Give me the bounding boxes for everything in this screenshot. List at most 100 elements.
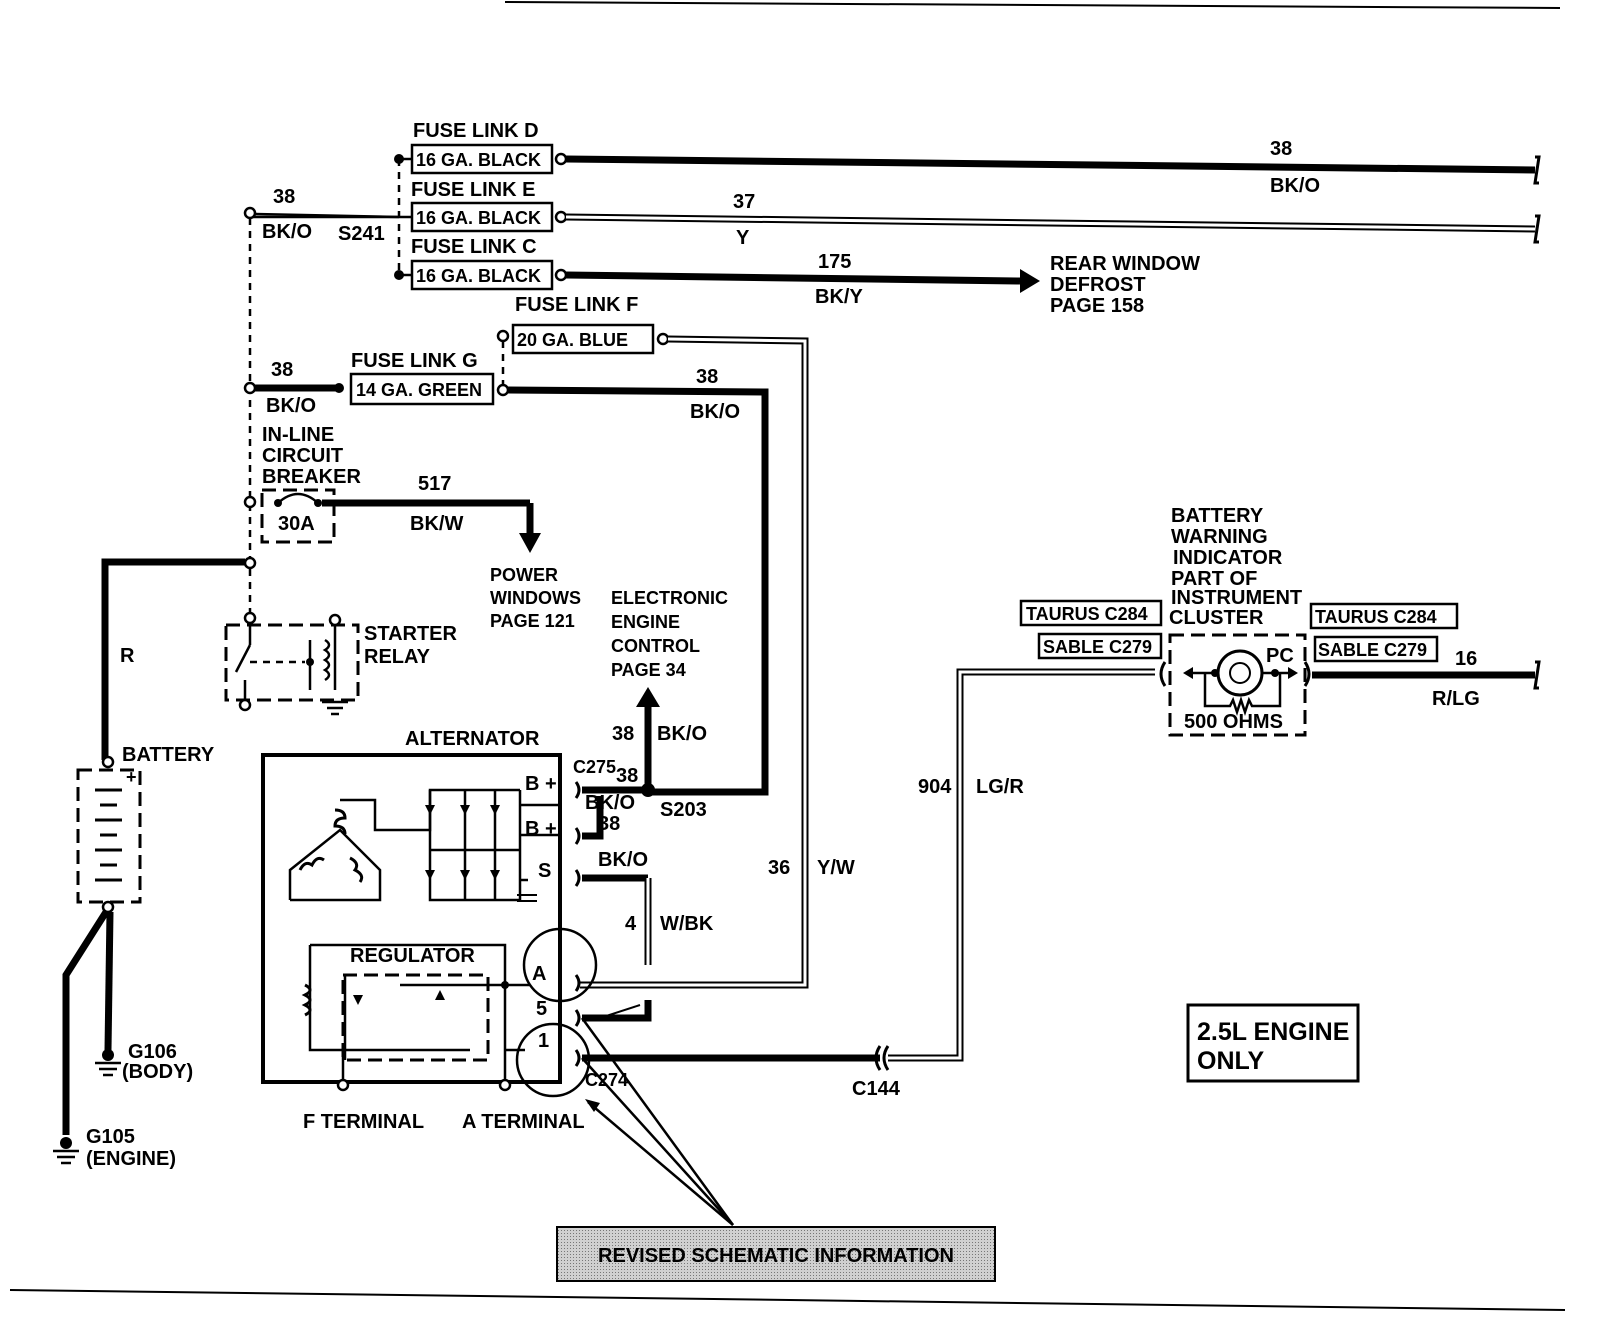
engine-note: 2.5L ENGINE ONLY xyxy=(1186,1003,1360,1083)
wire-s203-color: BK/O xyxy=(585,792,635,814)
ground-g106: G106 (BODY) xyxy=(95,1041,193,1083)
fuse-link-g-spec: 14 GA. GREEN xyxy=(356,380,482,400)
engine-note-line-1: 2.5L ENGINE xyxy=(1197,1018,1349,1046)
regulator-label: REGULATOR xyxy=(350,945,475,967)
alternator: ALTERNATOR B + B + S REGULATOR xyxy=(261,728,562,1092)
g106-label-2: (BODY) xyxy=(122,1061,193,1083)
revised-callout: REVISED SCHEMATIC INFORMATION xyxy=(556,1017,996,1282)
wire-lgr-color: LG/R xyxy=(976,776,1024,798)
breaker-label-3: BREAKER xyxy=(262,466,361,488)
breaker-label-1: IN-LINE xyxy=(262,424,334,446)
battery: BATTERY + xyxy=(62,744,215,1135)
wire-d-color: BK/O xyxy=(1270,175,1320,197)
indicator-label-2: WARNING xyxy=(1171,526,1268,548)
indicator-label-1: BATTERY xyxy=(1171,505,1264,527)
fuse-link-c: FUSE LINK C 16 GA. BLACK 175 BK/Y xyxy=(394,236,1040,308)
fuse-link-e-label: FUSE LINK E xyxy=(411,179,535,201)
fuse-link-f-label: FUSE LINK F xyxy=(515,294,638,316)
a-terminal-label: A TERMINAL xyxy=(462,1111,585,1133)
sable-left: SABLE C279 xyxy=(1043,637,1152,657)
c275-label: C275 xyxy=(573,757,616,777)
wire-r-color: R xyxy=(120,645,135,667)
wire-s-color: BK/O xyxy=(598,849,648,871)
wire-g-in-color: BK/O xyxy=(266,395,316,417)
revised-note: REVISED SCHEMATIC INFORMATION xyxy=(598,1245,954,1267)
splice-s203: S203 xyxy=(660,799,707,821)
wire-s203-number: 38 xyxy=(616,765,638,787)
wire-g-out-color: BK/O xyxy=(690,401,740,423)
splice-wire-number: 38 xyxy=(273,186,295,208)
top-rule xyxy=(504,1,1561,9)
g105-label-2: (ENGINE) xyxy=(86,1148,176,1170)
fuse-link-d: FUSE LINK D 16 GA. BLACK 38 BK/O xyxy=(394,120,1541,197)
alt-connectors: C275 38 BK/O 38 S203 BK/O 4 W/BK A 5 1 C… xyxy=(515,757,901,1100)
eec-feed: 38 BK/O xyxy=(612,687,707,790)
svg-text:+: + xyxy=(126,767,137,787)
wire-eec-color: BK/O xyxy=(657,723,707,745)
sable-right: SABLE C279 xyxy=(1318,640,1427,660)
wire-c-color: BK/Y xyxy=(815,286,863,308)
eec-ref: ELECTRONIC ENGINE CONTROL PAGE 34 xyxy=(611,588,728,680)
wire-c-number: 175 xyxy=(818,251,851,273)
battery-positive-cable: R xyxy=(101,556,257,760)
wire-rlg-color: R/LG xyxy=(1432,688,1480,710)
s-terminal: S xyxy=(538,860,551,882)
ground-g105: G105 (ENGINE) xyxy=(53,1126,176,1170)
breaker-rating: 30A xyxy=(278,513,315,535)
wire-lgr-number: 904 xyxy=(918,776,952,798)
wire-wbk-color: W/BK xyxy=(660,913,714,935)
pin-a: A xyxy=(532,963,546,985)
wire-rlg-number: 16 xyxy=(1455,648,1477,670)
eec-line-3: CONTROL xyxy=(611,636,700,656)
wire-cb-color: BK/W xyxy=(410,513,463,535)
wire-d-number: 38 xyxy=(1270,138,1292,160)
wire-wbk-number: 4 xyxy=(625,913,637,935)
power-windows-ref: POWER WINDOWS PAGE 121 xyxy=(490,565,581,631)
indicator-label-3: INDICATOR xyxy=(1173,547,1283,569)
c144-label: C144 xyxy=(852,1078,901,1100)
eec-line-2: ENGINE xyxy=(611,612,680,632)
wire-s203-number-2: 38 xyxy=(598,813,620,835)
wire-e-number: 37 xyxy=(733,191,755,213)
indicator-feed: 904 LG/R xyxy=(888,668,1155,1062)
f-terminal-label: F TERMINAL xyxy=(303,1111,424,1133)
rear-defrost-line-2: DEFROST xyxy=(1050,274,1146,296)
pin-5: 5 xyxy=(536,998,547,1020)
ohms-label: 500 OHMS xyxy=(1184,711,1283,733)
bottom-rule xyxy=(9,1289,1566,1311)
starter-relay-label-1: STARTER xyxy=(364,623,458,645)
fuse-link-d-label: FUSE LINK D xyxy=(413,120,539,142)
g105-label-1: G105 xyxy=(86,1126,135,1148)
taurus-left: TAURUS C284 xyxy=(1026,604,1148,624)
taurus-right: TAURUS C284 xyxy=(1315,607,1437,627)
rear-defrost-line-3: PAGE 158 xyxy=(1050,295,1144,317)
rear-defrost-line-1: REAR WINDOW xyxy=(1050,253,1200,275)
fuse-link-g: FUSE LINK G 14 GA. GREEN 38 BK/O 38 BK/O xyxy=(243,350,769,796)
wire-e-color: Y xyxy=(736,227,750,249)
wire-g-out-number: 38 xyxy=(696,366,718,388)
pin-1: 1 xyxy=(538,1030,549,1052)
engine-note-line-2: ONLY xyxy=(1197,1047,1264,1075)
alternator-label: ALTERNATOR xyxy=(405,728,540,750)
fuse-link-c-label: FUSE LINK C xyxy=(411,236,537,258)
rear-window-defrost-ref: REAR WINDOW DEFROST PAGE 158 xyxy=(1050,253,1200,317)
indicator-label-6: CLUSTER xyxy=(1169,607,1264,629)
fuse-link-e: FUSE LINK E 16 GA. BLACK 37 Y xyxy=(250,179,1541,249)
power-windows-line-1: POWER xyxy=(490,565,558,585)
wire-yw-number: 36 xyxy=(768,857,790,879)
starter-relay: STARTER RELAY xyxy=(224,611,458,716)
wire-cb-number: 517 xyxy=(418,473,451,495)
inline-circuit-breaker: IN-LINE CIRCUIT BREAKER 30A 517 BK/W xyxy=(243,424,541,553)
fuse-link-g-label: FUSE LINK G xyxy=(351,350,478,372)
splice-wire-color: BK/O xyxy=(262,221,312,243)
fuse-link-c-spec: 16 GA. BLACK xyxy=(416,266,541,286)
b-plus-2: B + xyxy=(525,818,557,840)
b-plus-1: B + xyxy=(525,773,557,795)
pc-label: PC xyxy=(1266,645,1294,667)
fuse-link-e-spec: 16 GA. BLACK xyxy=(416,208,541,228)
eec-line-1: ELECTRONIC xyxy=(611,588,728,608)
splice-s241: 38 BK/O S241 xyxy=(243,186,400,245)
power-windows-line-2: WINDOWS xyxy=(490,588,581,608)
wire-yw-color: Y/W xyxy=(817,857,855,879)
fuse-link-f-spec: 20 GA. BLUE xyxy=(517,330,628,350)
